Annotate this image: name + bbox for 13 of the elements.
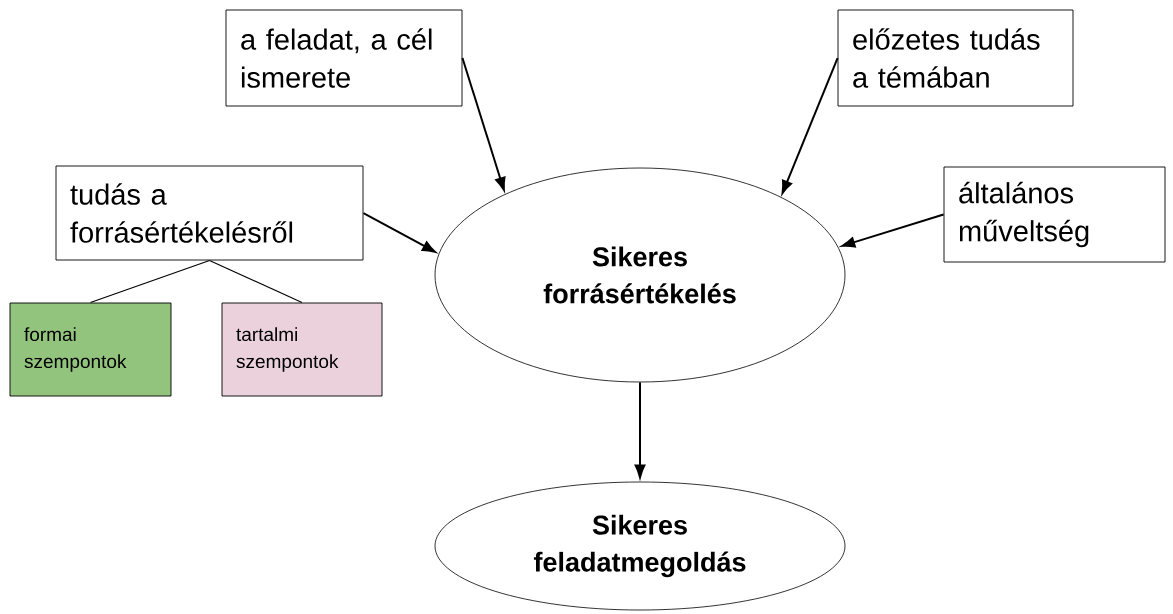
arrow [781,57,839,194]
category-box: tartalmi szempontok [221,302,383,397]
category-box: formai szempontok [9,302,172,397]
arrow [634,381,646,479]
text-box: a feladat, a cél ismerete [225,9,463,107]
text-box: általános műveltség [943,166,1166,263]
text-box: előzetes tudás a témában [837,9,1074,107]
arrow [461,57,506,191]
arrow [841,213,945,248]
connector-line [208,259,303,304]
connector-line [89,259,211,304]
text-box: tudás a forrásértékelésről [55,165,364,261]
arrow [362,212,436,253]
